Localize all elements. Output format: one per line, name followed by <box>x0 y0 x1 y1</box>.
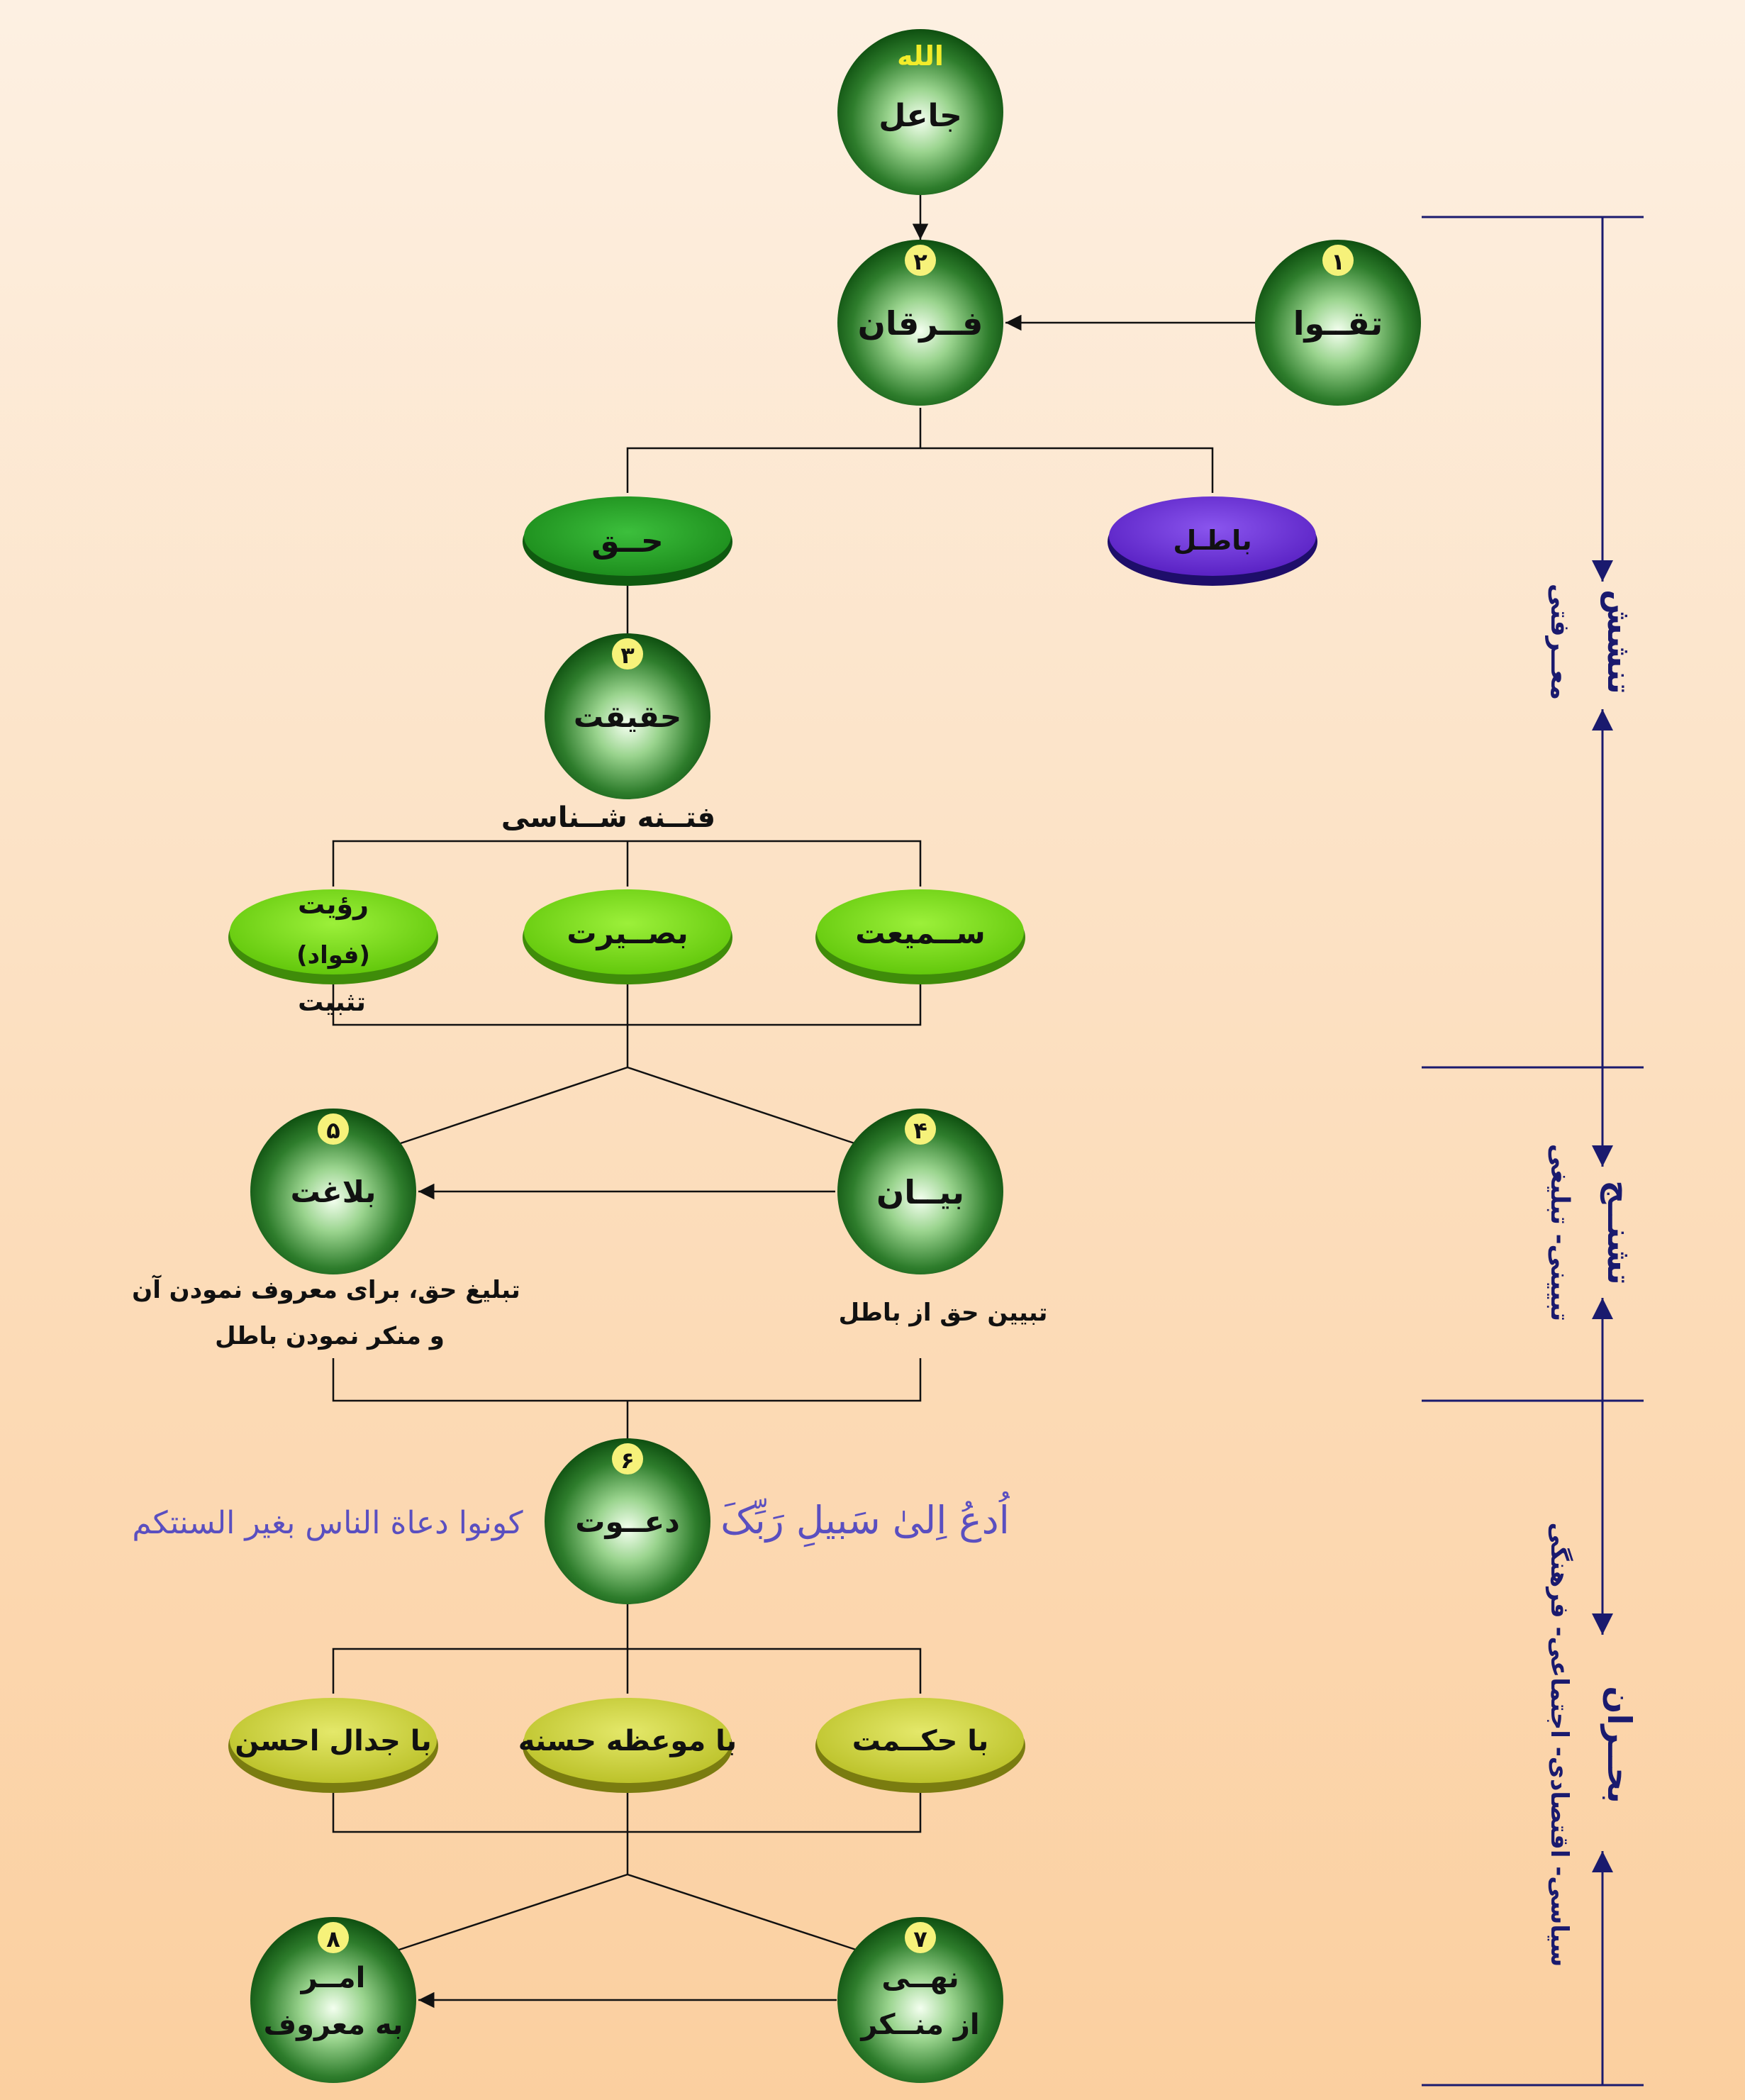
davat-left-quote: کونوا دعاة الناس بغیر السنتکم <box>132 1505 523 1541</box>
seg2-subtitle: تبیینی- تبلیغی <box>1545 1144 1574 1322</box>
samiat-label: ســمیعت <box>855 916 985 950</box>
balaghat-bayan-join <box>332 1358 922 1402</box>
join-to-balaghat <box>400 1066 628 1145</box>
join-to-nahy <box>627 1873 859 1952</box>
amr-line2: به معروف <box>264 2009 403 2041</box>
node-forqan: ۲ فــرقان <box>837 240 1003 406</box>
join-to-amr <box>396 1873 628 1952</box>
amr-line1: امــر <box>300 1962 366 1994</box>
side-bracket <box>1422 216 1644 2087</box>
node-jael: الله جاعل <box>837 29 1003 195</box>
tasbit-label: تثبیت <box>298 988 366 1017</box>
bayan-label: بیــان <box>876 1173 964 1211</box>
node-nahy: ۷ نهــی از منــکر <box>837 1917 1003 2083</box>
node-haq: حــق <box>523 496 732 586</box>
forqan-branch <box>626 408 922 493</box>
balaghat-number: ۵ <box>326 1117 340 1144</box>
seg3-subtitle: سیاسی- اقتصادی- اجتماعی- فرهنگی <box>1545 1523 1573 1967</box>
batel-label: باطـل <box>1173 525 1251 556</box>
forqan-branch-batel <box>920 447 1214 493</box>
seg3-title: بحــران <box>1600 1686 1639 1804</box>
haqiqat-label: حقیقت <box>574 699 681 734</box>
fetne-label: فتــنه شــناسی <box>501 801 715 834</box>
node-haqiqat: ۳ حقیقت <box>545 633 710 799</box>
davat-number: ۶ <box>620 1447 635 1474</box>
side-labels: تنشش معــرفتی تشنــج تبیینی- تبلیغی بحــ… <box>1545 584 1639 1967</box>
haq-label: حــق <box>591 523 663 560</box>
amr-number: ۸ <box>326 1926 340 1952</box>
number-badge <box>612 1443 643 1474</box>
hekmat-label: با حکــمت <box>852 1725 989 1757</box>
taqva-number: ۱ <box>1331 248 1345 275</box>
join-to-bayan <box>627 1066 855 1145</box>
node-roeyat: رؤیت (فواد) <box>228 889 438 984</box>
number-badge <box>612 638 643 670</box>
number-badge <box>905 245 936 276</box>
seg2-title: تشنــج <box>1600 1180 1639 1284</box>
number-badge <box>318 1113 349 1145</box>
davat-label: دعــوت <box>575 1504 680 1540</box>
connectors <box>332 195 1255 2009</box>
seg1-title: تنشش <box>1600 589 1639 694</box>
node-bayan: ۴ بیــان <box>837 1109 1003 1274</box>
bayan-caption: تبیین حق از باطل <box>839 1299 1048 1327</box>
node-hekmat: با حکــمت <box>815 1698 1025 1793</box>
balaghat-caption-line2: و منکر نمودن باطل <box>215 1322 445 1350</box>
node-balaghat: ۵ بلاغت <box>250 1109 416 1274</box>
nahy-line1: نهــی <box>881 1962 959 1994</box>
number-badge <box>905 1922 936 1953</box>
seg1-subtitle: معــرفتی <box>1545 584 1574 700</box>
jael-label: جاعل <box>879 98 962 134</box>
node-davat: ۶ دعــوت <box>545 1438 710 1604</box>
roeyat-line2: (فواد) <box>296 941 370 970</box>
node-samiat: ســمیعت <box>815 889 1025 984</box>
basirat-label: بصــیرت <box>567 916 688 951</box>
roeyat-line1: رؤیت <box>298 889 369 921</box>
node-batel: باطـل <box>1108 496 1317 586</box>
number-badge <box>1322 245 1354 276</box>
nahy-line2: از منــکر <box>859 2009 979 2041</box>
node-basirat: بصــیرت <box>523 889 732 984</box>
forqan-label: فــرقان <box>858 304 983 343</box>
taqva-label: تقــوا <box>1293 304 1383 343</box>
haqiqat-number: ۳ <box>620 642 635 669</box>
nahy-number: ۷ <box>913 1926 927 1952</box>
allah-label: الله <box>897 40 944 72</box>
balaghat-caption-line1: تبلیغ حق، برای معروف نمودن آن <box>132 1274 520 1304</box>
forqan-number: ۲ <box>913 248 927 275</box>
node-jedal: با جدال احسن <box>228 1698 438 1793</box>
balaghat-label: بلاغت <box>291 1174 377 1209</box>
bayan-number: ۴ <box>913 1117 927 1144</box>
node-amr: ۸ امــر به معروف <box>250 1917 416 2083</box>
node-moezeh: با موعظه حسنه <box>518 1698 737 1793</box>
number-badge <box>318 1922 349 1953</box>
jedal-label: با جدال احسن <box>235 1725 431 1757</box>
davat-right-quote: اُدعُ اِلیٰ سَبیلِ رَبِّکَ <box>720 1491 1010 1548</box>
moezeh-label: با موعظه حسنه <box>518 1725 737 1757</box>
number-badge <box>905 1113 936 1145</box>
node-taqva: ۱ تقــوا <box>1255 240 1421 406</box>
